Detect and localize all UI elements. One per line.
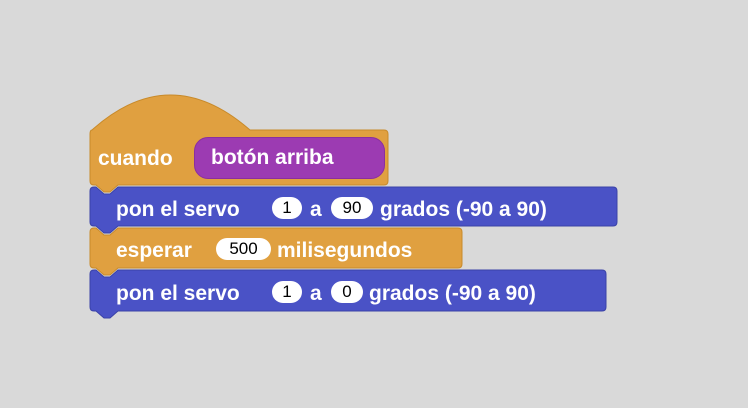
servo-1-angle-input[interactable]: 90 [331, 197, 373, 219]
servo-2-suffix: grados (-90 a 90) [369, 282, 536, 305]
wait-suffix: milisegundos [277, 239, 413, 262]
hat-label: cuando [98, 147, 173, 170]
servo-1-number-input[interactable]: 1 [272, 197, 302, 219]
button-dropdown-value: botón arriba [211, 146, 334, 169]
wait-block-shape[interactable] [89, 227, 463, 276]
servo-1-prefix: pon el servo [116, 198, 240, 221]
servo-1-suffix: grados (-90 a 90) [380, 198, 547, 221]
servo-2-angle-input[interactable]: 0 [331, 281, 363, 303]
button-dropdown[interactable]: botón arriba [194, 137, 385, 179]
servo-2-middle: a [310, 282, 322, 305]
wait-ms-input[interactable]: 500 [216, 238, 271, 260]
wait-prefix: esperar [116, 239, 192, 262]
servo-2-number-input[interactable]: 1 [272, 281, 302, 303]
servo-2-prefix: pon el servo [116, 282, 240, 305]
servo-1-middle: a [310, 198, 322, 221]
